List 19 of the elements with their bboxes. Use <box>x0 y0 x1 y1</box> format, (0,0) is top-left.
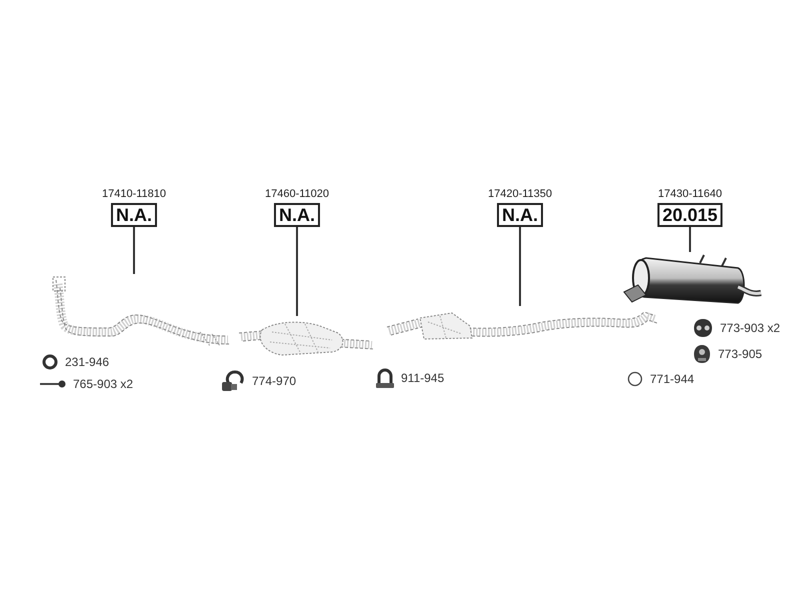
part-number: 911-945 <box>401 371 444 385</box>
part-number: 773-903 x2 <box>720 321 780 335</box>
part-number: 17430-11640 <box>658 188 722 201</box>
price-tag: 20.015 <box>657 203 723 227</box>
leader-line <box>689 227 691 252</box>
leader-line <box>296 227 298 316</box>
price-tag: N.A. <box>497 203 543 227</box>
price-tag: N.A. <box>111 203 157 227</box>
part-number: 773-905 <box>718 347 762 361</box>
leader-line <box>133 227 135 274</box>
part-number: 771-944 <box>650 372 694 386</box>
part-number: 765-903 x2 <box>73 377 134 391</box>
part-number: 231-946 <box>65 355 110 369</box>
part-number: 17420-11350 <box>488 188 552 201</box>
part-number: 774-970 <box>252 374 296 388</box>
part-number: 17460-11020 <box>264 188 330 201</box>
leader-line <box>519 227 521 306</box>
part-number: 17410-11810 <box>102 188 166 201</box>
price-tag: N.A. <box>274 203 320 227</box>
